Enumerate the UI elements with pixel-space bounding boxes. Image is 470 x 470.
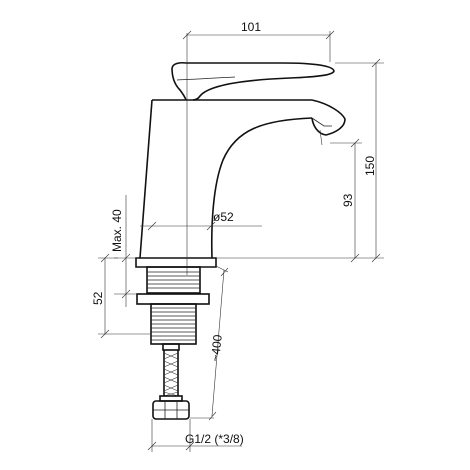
lever-handle — [171, 61, 335, 101]
dim-label-hose-length: ~400 — [208, 334, 225, 363]
hose-end-nut — [152, 395, 190, 420]
dim-label-spout-height: 93 — [341, 193, 355, 207]
dim-label-shank-length: 52 — [91, 291, 105, 305]
dimension-lines — [98, 30, 384, 452]
dim-label-total-height: 150 — [363, 156, 377, 176]
dim-label-body-diameter: ø52 — [213, 210, 234, 224]
dim-label-connection: G1/2 (*3/8) — [185, 432, 244, 446]
flexible-hose — [163, 350, 179, 397]
mounting-shank — [136, 266, 210, 351]
dim-label-spout-reach: 101 — [241, 20, 261, 34]
dim-label-max-thickness: Max. 40 — [110, 209, 124, 252]
faucet-body — [135, 33, 346, 275]
